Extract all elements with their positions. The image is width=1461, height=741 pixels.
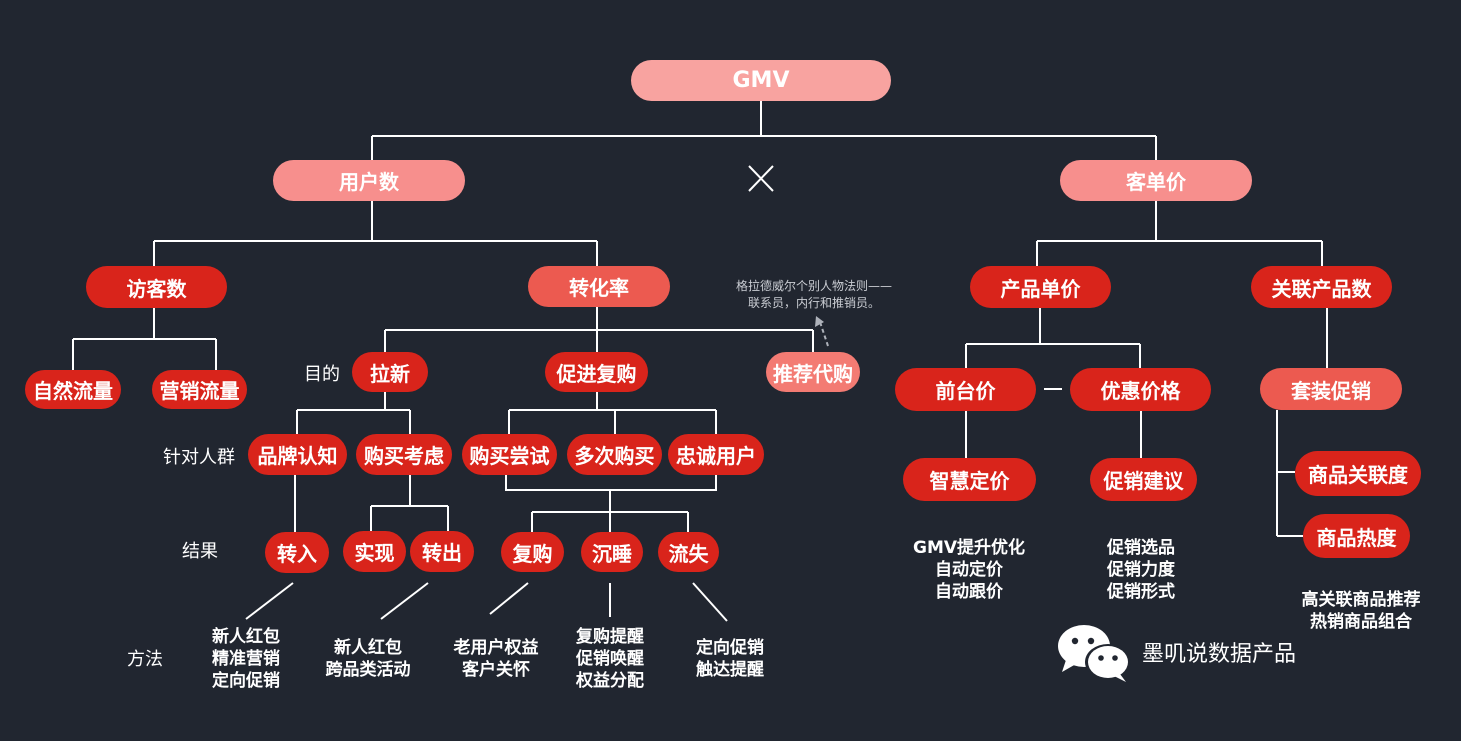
row-label-goal: 目的 <box>304 364 340 385</box>
node-marketing-traffic[interactable]: 营销流量 <box>152 370 247 409</box>
method-text-1: 新人红包精准营销定向促销 <box>212 627 280 691</box>
node-promo-suggest[interactable]: 促销建议 <box>1090 458 1197 501</box>
method-text-6: GMV提升优化自动定价自动跟价 <box>912 538 1026 602</box>
row-label-method: 方法 <box>127 649 163 670</box>
node-product-price[interactable]: 产品单价 <box>970 266 1111 308</box>
node-avg-order-value[interactable]: 客单价 <box>1060 160 1252 201</box>
wechat-icon <box>1056 622 1136 684</box>
node-realize[interactable]: 实现 <box>343 531 406 572</box>
node-repurchase-promo[interactable]: 促进复购 <box>545 352 648 392</box>
node-smart-pricing[interactable]: 智慧定价 <box>903 458 1036 501</box>
node-repurchase[interactable]: 复购 <box>501 532 564 572</box>
node-gmv[interactable]: GMV <box>631 60 891 101</box>
annotation-note: 格拉德威尔个别人物法则——联系员，内行和推销员。 <box>735 279 892 310</box>
method-text-7: 促销选品促销力度促销形式 <box>1107 538 1175 602</box>
node-brand-awareness[interactable]: 品牌认知 <box>248 434 347 475</box>
node-convert-out[interactable]: 转出 <box>410 531 474 572</box>
method-text-5: 定向促销触达提醒 <box>696 638 764 680</box>
brand-name: 墨叽说数据产品 <box>1142 642 1297 667</box>
node-convert-in[interactable]: 转入 <box>265 532 329 573</box>
node-natural-traffic[interactable]: 自然流量 <box>25 370 121 409</box>
node-purchase-try[interactable]: 购买尝试 <box>462 434 557 475</box>
row-label-result: 结果 <box>182 541 218 562</box>
method-text-8: 高关联商品推荐热销商品组合 <box>1301 590 1421 632</box>
node-loyal-user[interactable]: 忠诚用户 <box>668 434 764 475</box>
multiply-symbol: × <box>751 163 771 191</box>
node-product-heat[interactable]: 商品热度 <box>1303 514 1410 558</box>
method-text-2: 新人红包跨品类活动 <box>325 638 411 680</box>
node-front-price[interactable]: 前台价 <box>895 368 1036 411</box>
node-visitors[interactable]: 访客数 <box>86 266 227 308</box>
node-acquire[interactable]: 拉新 <box>352 352 428 392</box>
method-text-4: 复购提醒促销唤醒权益分配 <box>576 627 644 691</box>
node-dormant[interactable]: 沉睡 <box>581 532 643 572</box>
node-referral[interactable]: 推荐代购 <box>766 352 860 392</box>
node-conversion[interactable]: 转化率 <box>528 266 670 307</box>
method-text-3: 老用户权益客户关怀 <box>453 638 539 680</box>
node-purchase-consider[interactable]: 购买考虑 <box>356 434 452 475</box>
node-discount-price[interactable]: 优惠价格 <box>1070 368 1211 411</box>
node-product-relevance[interactable]: 商品关联度 <box>1295 451 1421 496</box>
node-multi-purchase[interactable]: 多次购买 <box>567 434 662 475</box>
node-related-products[interactable]: 关联产品数 <box>1251 266 1392 308</box>
node-churn[interactable]: 流失 <box>658 532 719 572</box>
node-bundle-promo[interactable]: 套装促销 <box>1260 368 1402 410</box>
node-user-count[interactable]: 用户数 <box>273 160 465 201</box>
row-label-target: 针对人群 <box>163 447 235 468</box>
